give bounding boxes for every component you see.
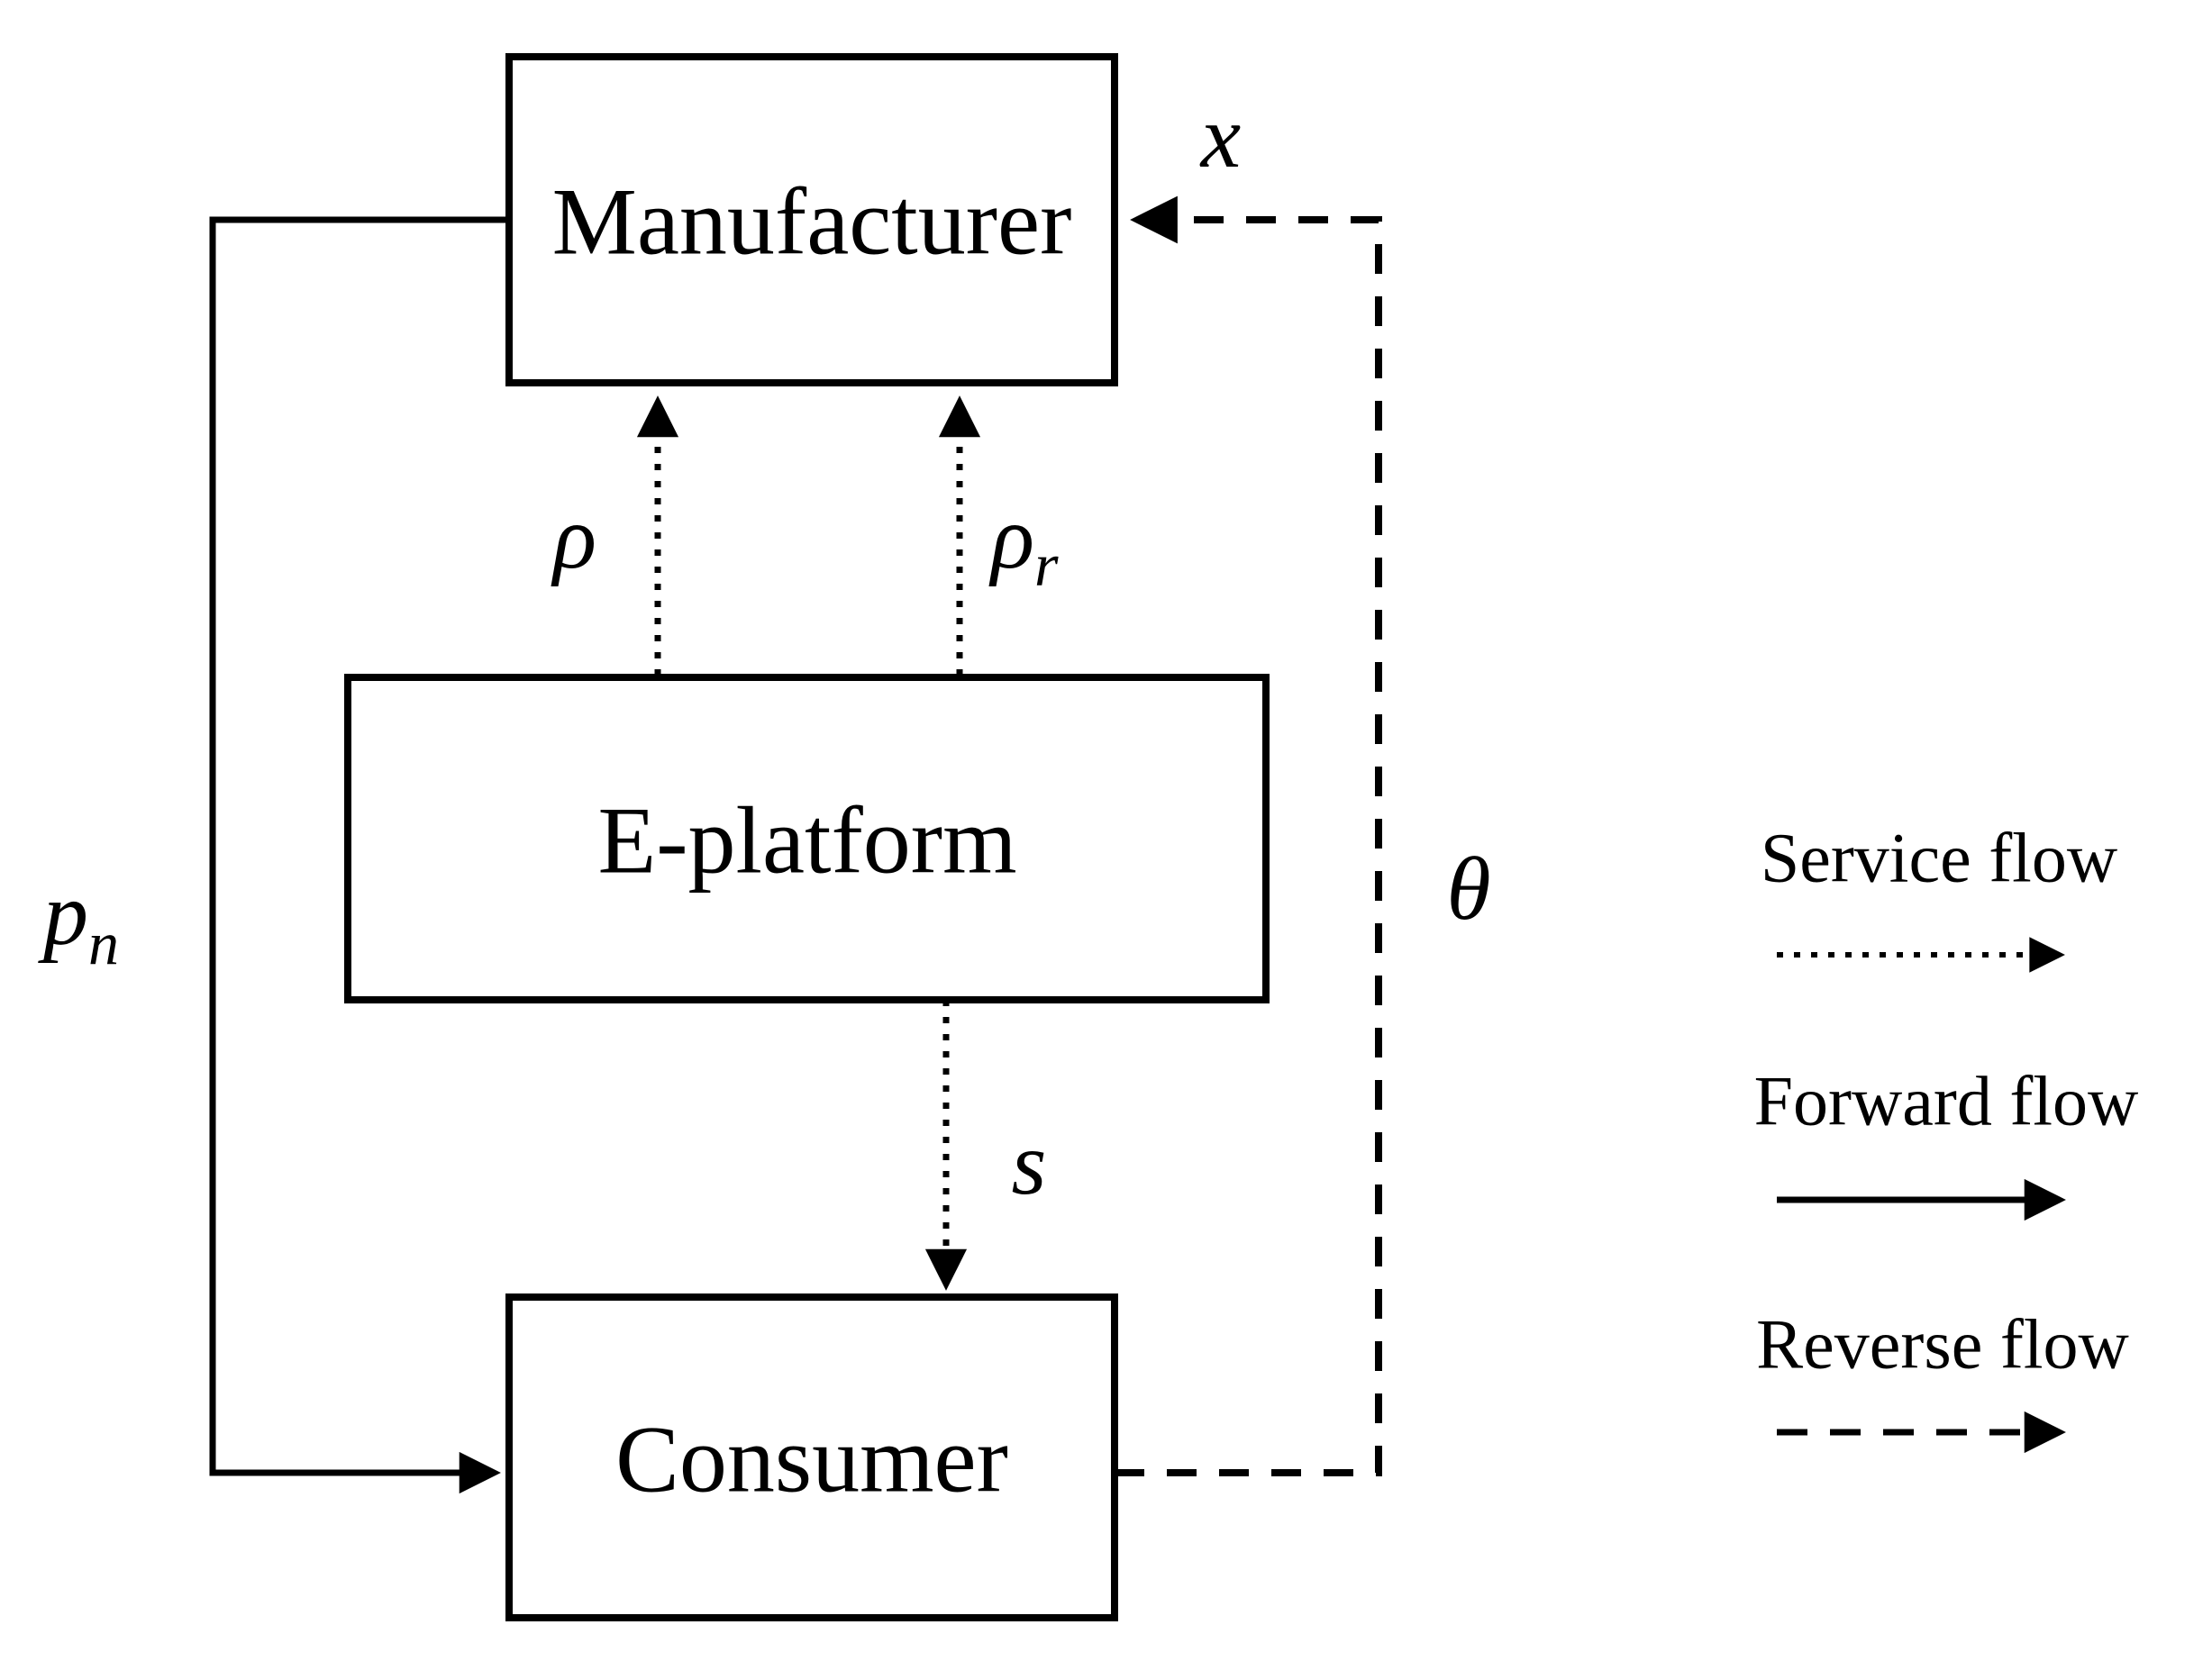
label-pn: pn — [38, 864, 119, 977]
reverse-flow-line — [1115, 195, 1382, 1476]
legend-forward-label: Forward flow — [1754, 1062, 2139, 1140]
label-pn-base: p — [38, 864, 88, 964]
label-rho-r: ρr — [988, 487, 1059, 599]
manufacturer-box — [505, 53, 1118, 386]
legend-reverse-label: Reverse flow — [1756, 1305, 2129, 1384]
legend: Service flow Forward flow Reverse flow — [1754, 819, 2139, 1454]
label-rho: ρ — [551, 487, 596, 587]
forward-flow-line — [209, 216, 509, 1494]
label-theta: θ — [1446, 839, 1490, 939]
consumer-box — [505, 1293, 1118, 1621]
manufacturer-label: Manufacturer — [552, 169, 1072, 275]
label-s: s — [1012, 1113, 1047, 1213]
label-pn-sub: n — [88, 909, 119, 977]
label-x: x — [1199, 86, 1241, 186]
label-rho-r-base: ρ — [988, 487, 1034, 587]
consumer-label: Consumer — [615, 1407, 1008, 1512]
label-rho-r-sub: r — [1034, 531, 1059, 599]
legend-service-label: Service flow — [1761, 819, 2117, 897]
eplatform-box — [344, 674, 1270, 1003]
eplatform-label: E-platform — [597, 788, 1016, 894]
